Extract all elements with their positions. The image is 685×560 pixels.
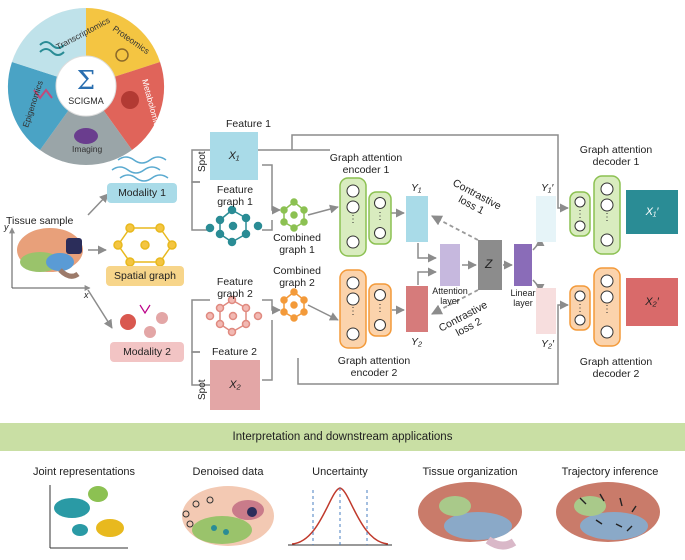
feature-graph-1-icon <box>205 205 263 247</box>
y1-block <box>406 196 428 242</box>
axis-x-label: x <box>84 290 89 300</box>
y2-prime-block <box>536 288 556 334</box>
epigenome-icon <box>33 88 53 100</box>
feature-graph-2-icon <box>205 295 263 337</box>
spot1-label: Spot <box>197 151 208 172</box>
uncertainty-icon <box>288 487 392 546</box>
axis-y-label: y <box>4 222 9 232</box>
spatial-graph-label: Spatial graph <box>114 270 176 282</box>
x1-label: X₁ <box>228 150 240 162</box>
z-block <box>478 240 502 290</box>
input-arrows <box>87 134 621 386</box>
imaging-icon <box>74 128 98 144</box>
y2-block <box>406 286 428 332</box>
applications-band: Interpretation and downstream applicatio… <box>0 423 685 451</box>
x2-prime-label: X₂′ <box>645 296 659 308</box>
tissue-brain-image <box>17 228 83 279</box>
encoder-2-block: ⋮ ⋮ <box>339 269 392 349</box>
modality2-label: Modality 2 <box>123 346 171 358</box>
x1-prime-matrix: X₁′ <box>626 190 678 234</box>
decoder2-label: Graph attention decoder 2 <box>579 356 653 381</box>
joint-representations-icon <box>49 485 128 549</box>
linear-layer-label: Linear layer <box>510 288 536 309</box>
encoder-1-block: ⋮ ⋮ <box>339 177 392 257</box>
svg-text:⋮: ⋮ <box>348 214 358 225</box>
attention-layer-block <box>440 244 460 286</box>
decoder-1-block: ⋮ ⋮ <box>569 175 621 255</box>
encoder2-label: Graph attention encoder 2 <box>337 355 411 380</box>
x1-matrix: X₁ <box>210 132 258 180</box>
tissue-organization-icon <box>418 482 522 550</box>
decoder-2-block: ⋮ ⋮ <box>569 267 621 347</box>
omics-wheel <box>7 8 165 166</box>
feature2-label: Feature 2 <box>212 346 257 358</box>
y2-label: Y₂ <box>411 336 423 348</box>
scigma-label: SCIGMA <box>68 96 104 106</box>
trajectory-inference-icon <box>556 482 660 542</box>
svg-text:⋮: ⋮ <box>575 303 585 314</box>
spatial-graph-icon <box>113 223 177 267</box>
app-trajectory-inference-label: Trajectory inference <box>561 466 659 478</box>
y2-prime-label: Y₂′ <box>541 338 554 350</box>
svg-text:⋮: ⋮ <box>602 304 612 315</box>
modality2-protein-icon <box>120 304 168 338</box>
tissue-axes <box>9 227 91 291</box>
svg-text:⋮: ⋮ <box>575 209 585 220</box>
encoder1-label: Graph attention encoder 1 <box>329 152 403 177</box>
attention-layer-label: Attention layer <box>432 286 468 307</box>
y1-prime-label: Y₁′ <box>541 182 554 194</box>
x2-label: X₂ <box>229 379 241 391</box>
z-label: Z <box>485 257 493 271</box>
modality1-box: Modality 1 <box>107 183 177 203</box>
svg-text:⋮: ⋮ <box>602 212 612 223</box>
combined-graph-1-icon <box>280 198 308 232</box>
transcript-icon <box>39 41 65 49</box>
svg-text:⋮: ⋮ <box>375 211 385 222</box>
y1-label: Y₁ <box>411 182 422 194</box>
app-tissue-organization-label: Tissue organization <box>422 466 518 478</box>
app-denoised-data-label: Denoised data <box>192 466 264 478</box>
feature1-label: Feature 1 <box>226 118 271 130</box>
decoder1-label: Graph attention decoder 1 <box>579 144 653 169</box>
protein-icon <box>115 48 129 62</box>
x1-prime-label: X₁′ <box>645 206 659 218</box>
x2-matrix: X₂ <box>210 360 260 410</box>
combined-graph2-label: Combined graph 2 <box>273 265 321 290</box>
segment-imaging <box>40 86 132 166</box>
feature-graph2-label: Feature graph 2 <box>216 276 254 301</box>
spot2-label: Spot <box>197 379 208 400</box>
x2-prime-matrix: X₂′ <box>626 278 678 326</box>
combined-graph-2-icon <box>280 288 308 322</box>
scigma-logo: Σ SCIGMA <box>58 58 114 114</box>
combined-graph1-label: Combined graph 1 <box>273 232 321 257</box>
wheel-label-imaging: Imaging <box>72 144 103 154</box>
modality1-label: Modality 1 <box>118 187 166 199</box>
app-uncertainty-label: Uncertainty <box>312 466 368 478</box>
y1-prime-block <box>536 196 556 242</box>
modality1-wave-icon <box>111 156 169 182</box>
applications-title: Interpretation and downstream applicatio… <box>232 431 453 443</box>
feature-graph1-label: Feature graph 1 <box>216 184 254 209</box>
denoised-data-icon <box>182 486 274 546</box>
sigma-symbol: Σ <box>76 66 96 96</box>
svg-text:⋮: ⋮ <box>375 303 385 314</box>
spatial-graph-box: Spatial graph <box>106 266 184 286</box>
app-joint-representations-label: Joint representations <box>32 466 136 478</box>
tissue-sample-label: Tissue sample <box>6 215 74 227</box>
contrastive-arrows <box>431 215 479 315</box>
svg-text:⋮: ⋮ <box>348 306 358 317</box>
linear-layer-block <box>514 244 532 286</box>
metabolite-icon <box>121 91 139 109</box>
modality2-box: Modality 2 <box>110 342 184 362</box>
